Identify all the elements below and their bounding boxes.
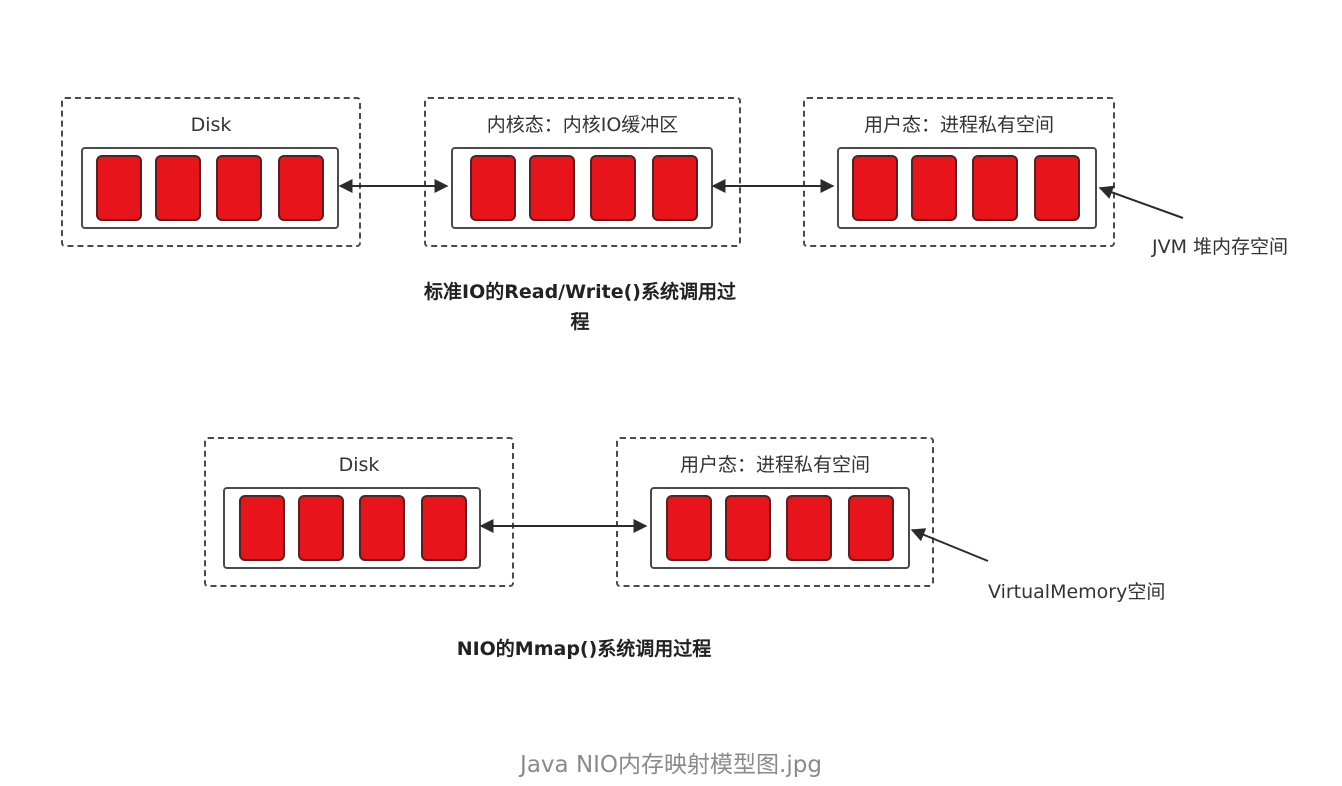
standard-io-caption-line2: 程 xyxy=(570,311,590,333)
mmap-disk-label: Disk xyxy=(338,454,380,476)
disk-buffer xyxy=(81,147,339,229)
user-block xyxy=(911,155,957,221)
mmap-user-block xyxy=(725,495,771,561)
mmap-user-block xyxy=(848,495,894,561)
nio-mmap-caption: NIO的Mmap()系统调用过程 xyxy=(456,638,712,660)
kernel-block xyxy=(470,155,516,221)
mmap-disk-block xyxy=(239,495,285,561)
standard-io-caption: 标准IO的Read/Write()系统调用过 程 xyxy=(380,277,780,337)
mmap-disk-block xyxy=(298,495,344,561)
disk-block xyxy=(216,155,262,221)
mmap-user-block xyxy=(666,495,712,561)
mmap-disk-buffer xyxy=(223,487,481,569)
kernel-buffer xyxy=(451,147,713,229)
mmap-user-space-group: 用户态：进程私有空间 xyxy=(616,437,934,587)
user-block xyxy=(1034,155,1080,221)
user-block xyxy=(852,155,898,221)
user-space-label: 用户态：进程私有空间 xyxy=(863,114,1054,136)
user-space-group: 用户态：进程私有空间 xyxy=(803,97,1115,247)
mmap-disk-block xyxy=(421,495,467,561)
jvm-heap-note: JVM 堆内存空间 xyxy=(1152,236,1289,258)
disk-block xyxy=(155,155,201,221)
mmap-disk-group: Disk xyxy=(204,437,514,587)
disk-label: Disk xyxy=(190,114,232,136)
mmap-user-block xyxy=(786,495,832,561)
standard-io-caption-line1: 标准IO的Read/Write()系统调用过 xyxy=(424,281,736,303)
mmap-user-space-buffer xyxy=(650,487,910,569)
disk-group: Disk xyxy=(61,97,361,247)
mmap-user-space-label: 用户态：进程私有空间 xyxy=(679,454,870,476)
user-block xyxy=(972,155,1018,221)
kernel-block xyxy=(590,155,636,221)
virtual-memory-note: VirtualMemory空间 xyxy=(988,581,1166,603)
kernel-block xyxy=(652,155,698,221)
kernel-buffer-label: 内核态：内核IO缓冲区 xyxy=(486,114,679,136)
kernel-buffer-group: 内核态：内核IO缓冲区 xyxy=(424,97,741,247)
disk-block xyxy=(278,155,324,221)
image-file-caption: Java NIO内存映射模型图.jpg xyxy=(520,752,822,778)
disk-block xyxy=(96,155,142,221)
mmap-disk-block xyxy=(359,495,405,561)
user-space-buffer xyxy=(837,147,1097,229)
kernel-block xyxy=(529,155,575,221)
